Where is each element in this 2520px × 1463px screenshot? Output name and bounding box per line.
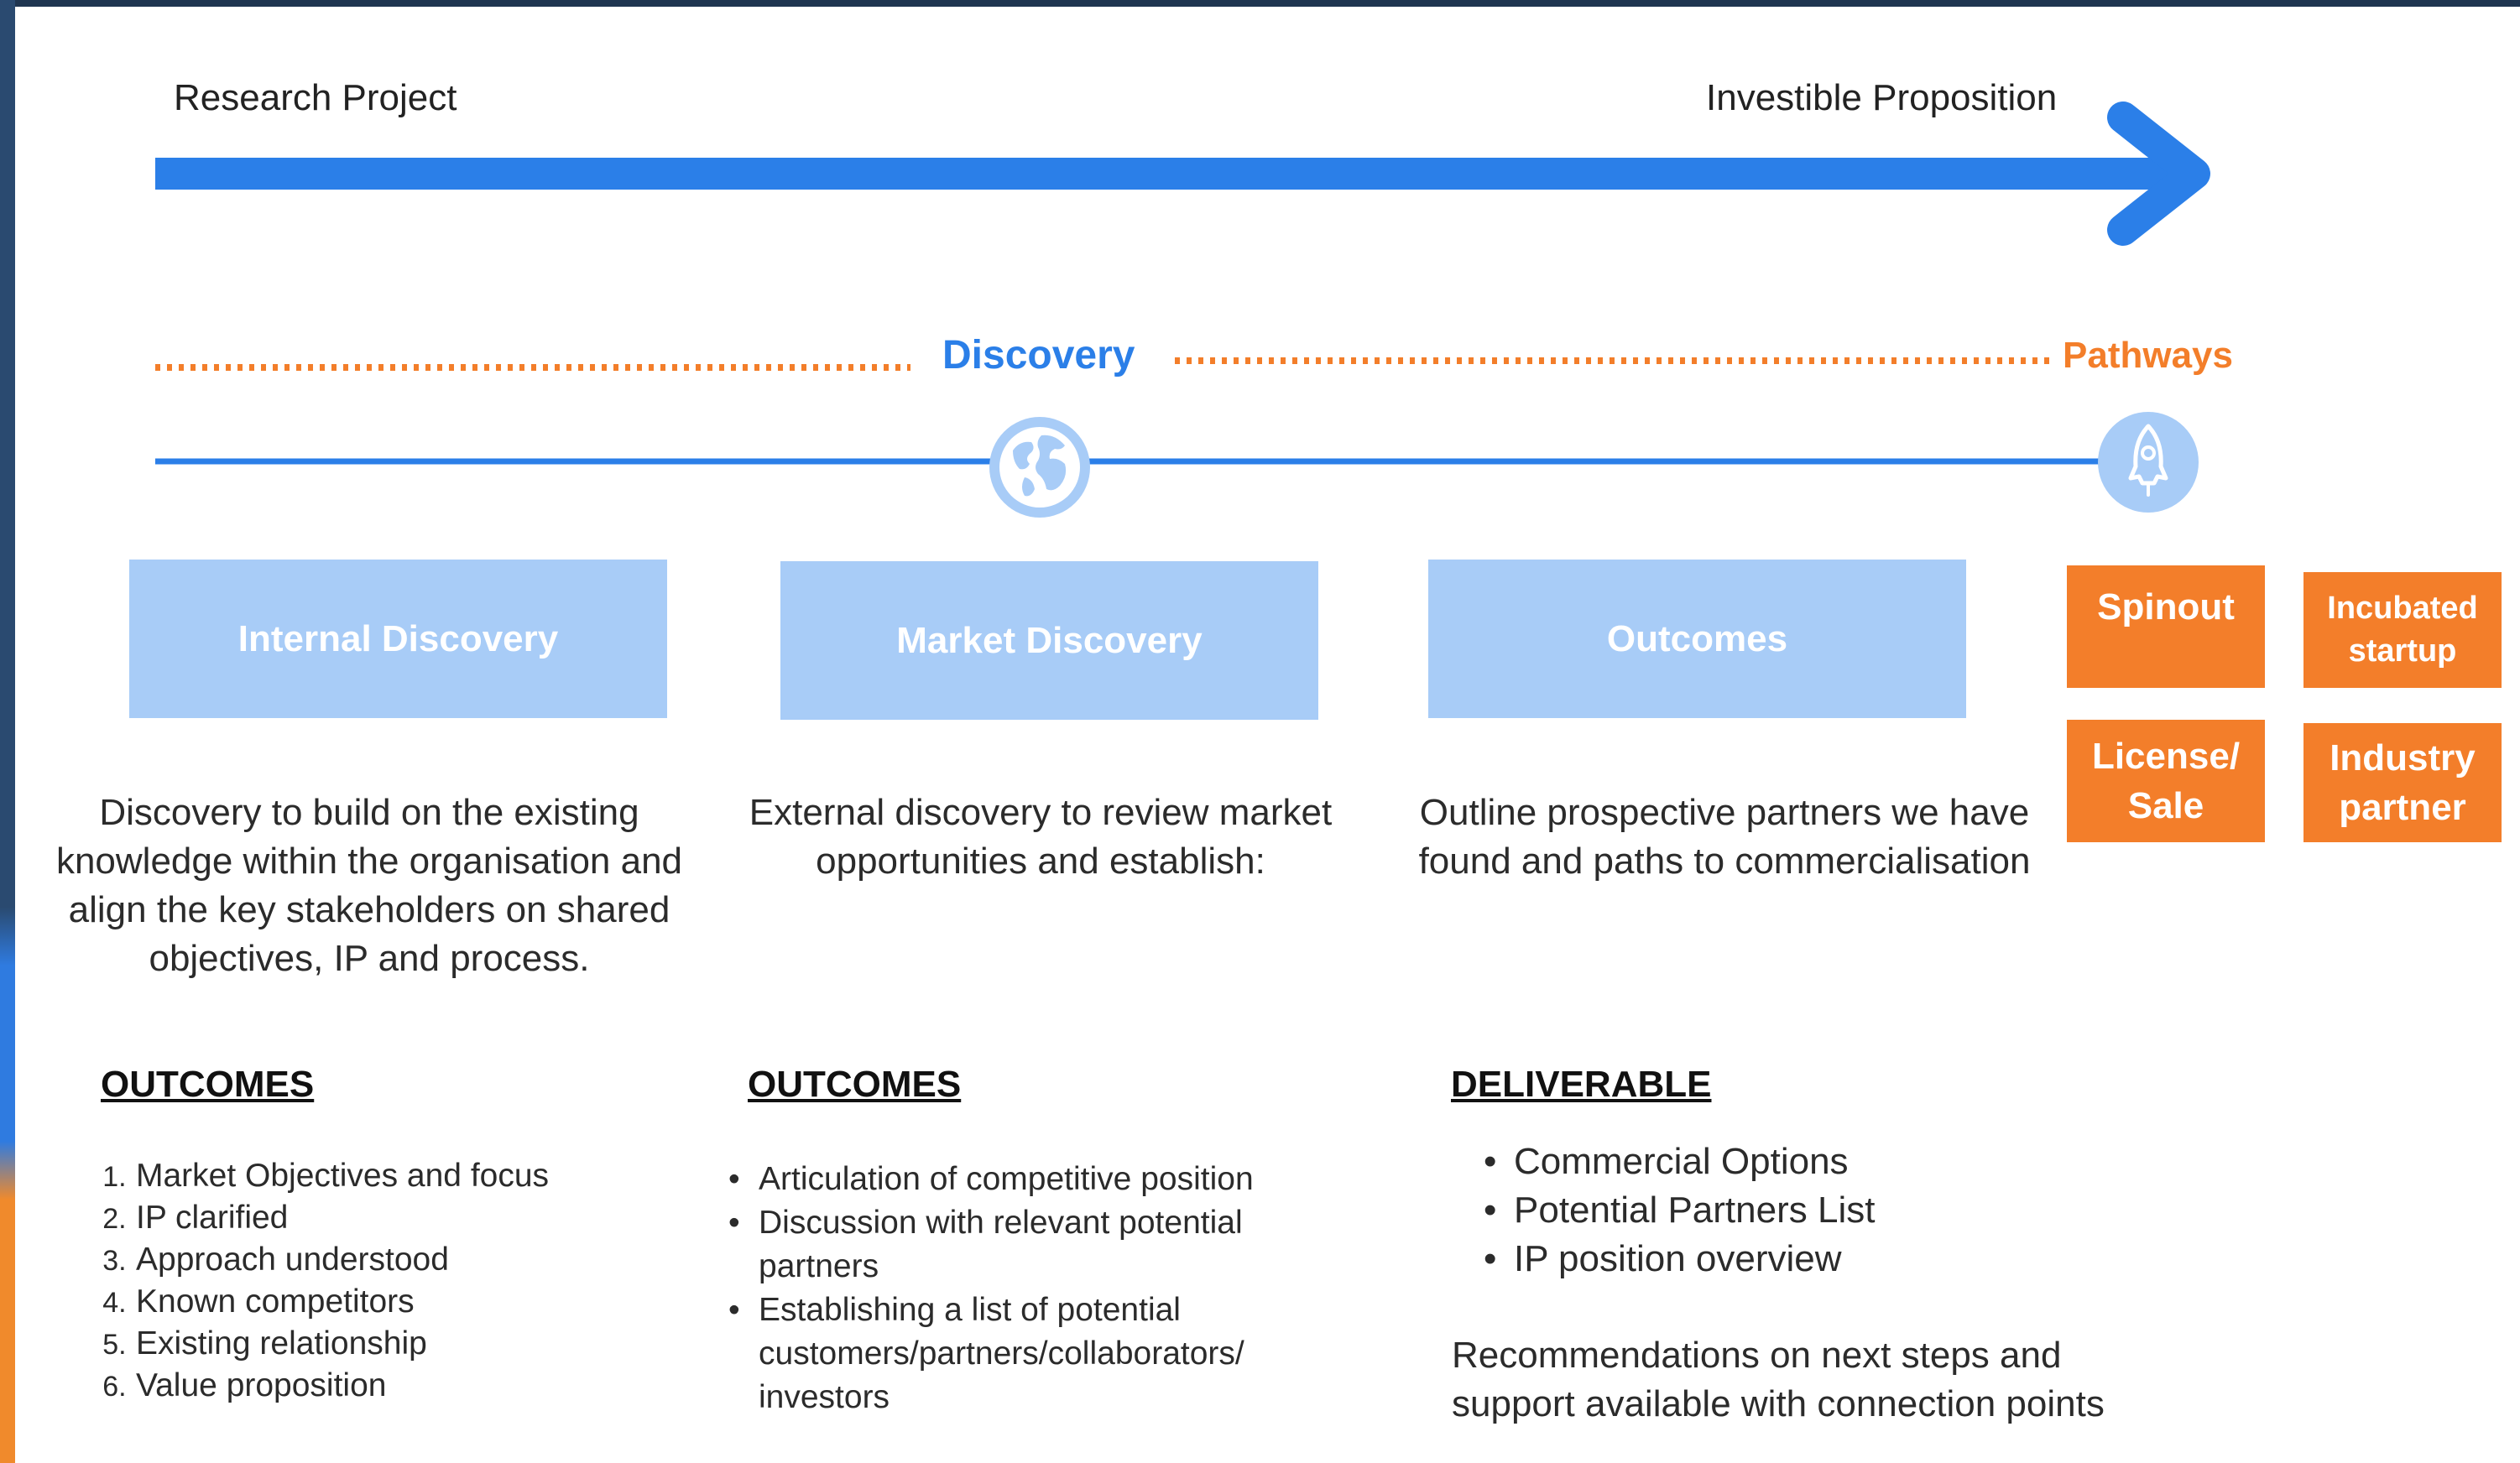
description-line: Outline prospective partners we have xyxy=(1419,792,2030,833)
progress-arrow xyxy=(155,102,2210,246)
list-item: Market Objectives and focus xyxy=(134,1155,671,1197)
description-line: align the key stakeholders on shared xyxy=(68,889,670,930)
list-item: Commercial Options xyxy=(1484,1138,2101,1186)
window-top-edge xyxy=(0,0,2520,7)
pathway-spinout: Spinout xyxy=(2067,565,2265,688)
rocket-icon xyxy=(2098,412,2199,513)
pathway-industry-partner-line-2: partner xyxy=(2339,787,2466,828)
pathway-license-sale: License/Sale xyxy=(2067,720,2265,842)
outcomes-description: Outline prospective partners we have fou… xyxy=(1393,789,2056,886)
stage-box-market-discovery: Market Discovery xyxy=(780,561,1318,720)
window-left-edge xyxy=(0,0,15,1463)
research-project-label: Research Project xyxy=(174,77,457,118)
pathway-license-sale-line-1: License/ xyxy=(2091,735,2241,777)
note-line: support available with connection points xyxy=(1452,1383,2105,1424)
recommendations-note: Recommendations on next steps and suppor… xyxy=(1452,1331,2140,1429)
market-outcomes-list: Articulation of competitive position Dis… xyxy=(725,1158,1363,1419)
stage-box-internal-discovery: Internal Discovery xyxy=(129,560,667,718)
description-line: knowledge within the organisation and xyxy=(55,841,683,882)
pathways-label: Pathways xyxy=(2063,335,2233,376)
description-line: opportunities and establish: xyxy=(816,841,1265,882)
list-item: Discussion with relevant potential partn… xyxy=(728,1201,1363,1289)
deliverable-list: Commercial Options Potential Partners Li… xyxy=(1480,1138,2101,1283)
pathway-industry-partner: Industry partner xyxy=(2303,723,2502,842)
list-item: Potential Partners List xyxy=(1484,1186,2101,1235)
investible-proposition-label: Investible Proposition xyxy=(1706,77,2058,118)
pathway-license-sale-line-2: Sale xyxy=(2127,785,2204,826)
discovery-label: Discovery xyxy=(942,333,1135,377)
market-discovery-description: External discovery to review market oppo… xyxy=(722,789,1359,886)
internal-outcomes-heading: OUTCOMES xyxy=(101,1064,315,1105)
list-item: IP position overview xyxy=(1484,1235,2101,1283)
milestone-timeline xyxy=(155,357,2106,465)
list-item: Establishing a list of potential custome… xyxy=(728,1289,1363,1419)
pathway-incubated-startup: Incubated startup xyxy=(2303,572,2502,688)
description-line: found and paths to commercialisation xyxy=(1418,841,2031,882)
description-line: Discovery to build on the existing xyxy=(99,792,639,833)
description-line: External discovery to review market xyxy=(749,792,1333,833)
stage-box-outcomes: Outcomes xyxy=(1428,560,1966,718)
deliverable-heading: DELIVERABLE xyxy=(1451,1064,1712,1105)
internal-outcomes-list: Market Objectives and focus IP clarified… xyxy=(106,1155,671,1407)
list-item: Existing relationship xyxy=(134,1323,671,1365)
note-line: Recommendations on next steps and xyxy=(1452,1335,2062,1376)
globe-icon xyxy=(989,417,1090,518)
list-item: Approach understood xyxy=(134,1239,671,1281)
market-outcomes-heading: OUTCOMES xyxy=(748,1064,962,1105)
internal-discovery-description: Discovery to build on the existing knowl… xyxy=(25,789,713,983)
pathway-industry-partner-line-1: Industry xyxy=(2330,737,2476,778)
list-item: IP clarified xyxy=(134,1197,671,1239)
description-line: objectives, IP and process. xyxy=(149,938,590,979)
pathway-incubated-startup-line-1: Incubated xyxy=(2327,590,2478,626)
list-item: Articulation of competitive position xyxy=(728,1158,1363,1201)
pathway-incubated-startup-line-2: startup xyxy=(2348,633,2457,669)
list-item: Value proposition xyxy=(134,1365,671,1407)
list-item: Known competitors xyxy=(134,1281,671,1323)
